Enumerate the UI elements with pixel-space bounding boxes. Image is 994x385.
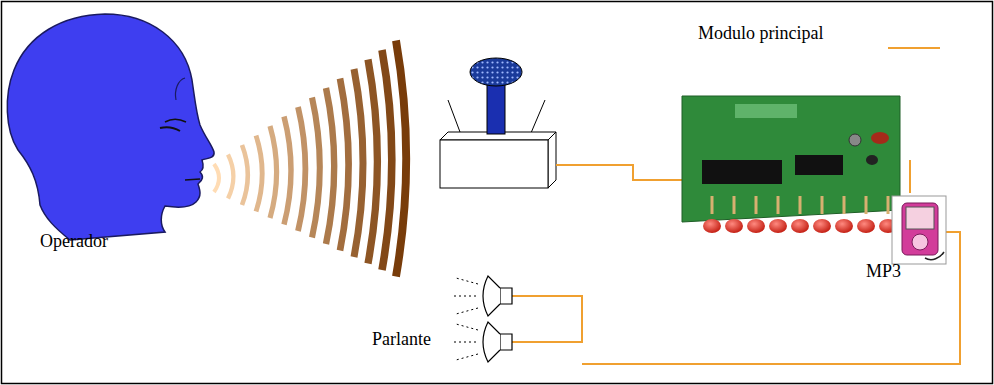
- microphone: [440, 58, 556, 188]
- sound-wave: [368, 60, 377, 264]
- sound-line: [454, 296, 476, 297]
- sound-wave: [326, 88, 334, 244]
- sound-wave: [340, 79, 349, 251]
- sound-line: [456, 354, 478, 360]
- ear: [175, 78, 185, 100]
- part-label: Modulo principal: [698, 24, 823, 44]
- main-module-board: [682, 96, 900, 233]
- mp3-player: [892, 196, 946, 264]
- part-label: MP3: [866, 262, 901, 282]
- resistor-symbol: [821, 196, 824, 214]
- led: [813, 219, 831, 233]
- led: [835, 219, 853, 233]
- resistor-symbol: [887, 196, 890, 214]
- resistor-symbol: [865, 196, 868, 214]
- resistor-symbol: [777, 196, 780, 214]
- sound-line: [456, 278, 478, 284]
- sound-wave: [228, 155, 233, 199]
- speaker-cone: [483, 276, 500, 316]
- resistor-symbol: [799, 196, 802, 214]
- sound-wave: [242, 145, 248, 205]
- sound-line: [456, 324, 478, 330]
- led: [747, 219, 765, 233]
- operator-head: [7, 14, 214, 240]
- speaker: [454, 276, 512, 362]
- speaker-cone: [483, 322, 500, 362]
- speaker-magnet: [500, 334, 512, 350]
- sound-waves: [214, 41, 406, 277]
- resistor-symbol: [755, 196, 758, 214]
- resistor-symbol: [733, 196, 736, 214]
- led: [725, 219, 743, 233]
- speaker-magnet: [500, 288, 512, 304]
- sound-wave: [214, 164, 219, 192]
- led: [791, 219, 809, 233]
- led: [703, 219, 721, 233]
- sound-line: [456, 308, 478, 314]
- sound-wave: [312, 98, 320, 238]
- resistor-symbol: [843, 196, 846, 214]
- led: [769, 219, 787, 233]
- sound-wave: [382, 50, 392, 270]
- sound-wave: [284, 117, 291, 225]
- resistor-symbol: [711, 196, 714, 214]
- sound-wave: [354, 69, 363, 257]
- sound-line: [454, 342, 476, 343]
- led: [857, 219, 875, 233]
- sound-wave: [396, 41, 406, 277]
- sound-wave: [298, 107, 305, 231]
- sound-wave: [270, 126, 277, 218]
- eyebrow: [165, 119, 186, 122]
- mouth: [185, 179, 200, 180]
- part-label: Operador: [40, 232, 108, 252]
- eye: [160, 127, 180, 131]
- part-label: Parlante: [372, 330, 431, 350]
- sound-wave: [256, 136, 262, 212]
